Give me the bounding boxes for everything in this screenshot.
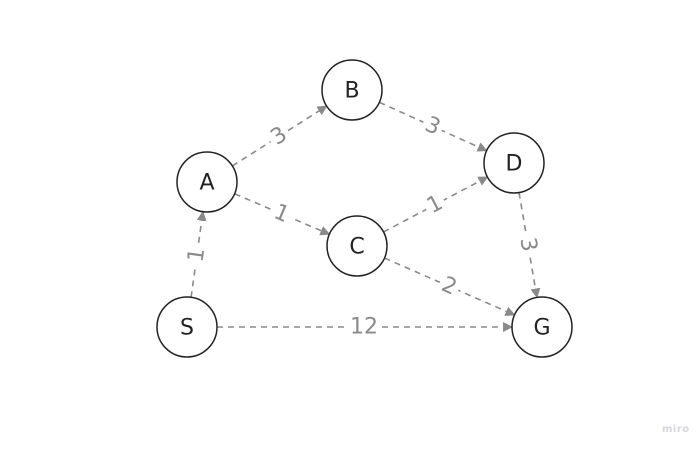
edge-weight-label: 1: [184, 246, 211, 263]
node-circle: [156, 296, 218, 358]
node-circle: [321, 59, 383, 121]
node-circle: [511, 296, 573, 358]
node-label: A: [199, 171, 214, 196]
node-label: D: [506, 152, 523, 177]
node-label: G: [533, 316, 550, 341]
node-C[interactable]: C: [326, 215, 388, 277]
edge-weight-A-C: 1: [267, 198, 296, 229]
node-A[interactable]: A: [176, 151, 238, 213]
edge-weight-label: 3: [514, 236, 541, 254]
edge-weight-S-A: 1: [184, 243, 211, 267]
node-label: B: [344, 79, 359, 104]
miro-watermark: miro: [662, 424, 690, 435]
node-label: C: [349, 235, 364, 260]
node-circle: [326, 215, 388, 277]
node-circle: [176, 151, 238, 213]
node-circle: [483, 132, 545, 194]
node-label: S: [180, 316, 194, 341]
node-S[interactable]: S: [156, 296, 218, 358]
edge-weight-C-D: 1: [420, 189, 450, 221]
node-D[interactable]: D: [483, 132, 545, 194]
edge-S-A: [190, 210, 207, 298]
node-B[interactable]: B: [321, 59, 383, 121]
edge-weight-label: 12: [350, 315, 378, 340]
edge-weight-C-G: 2: [435, 271, 464, 302]
node-G[interactable]: G: [511, 296, 573, 358]
edge-weight-D-G: 3: [514, 232, 542, 257]
edge-weight-A-B: 3: [264, 120, 294, 152]
edge-weight-B-D: 3: [418, 111, 447, 142]
edge-weight-S-G: 12: [347, 315, 381, 340]
